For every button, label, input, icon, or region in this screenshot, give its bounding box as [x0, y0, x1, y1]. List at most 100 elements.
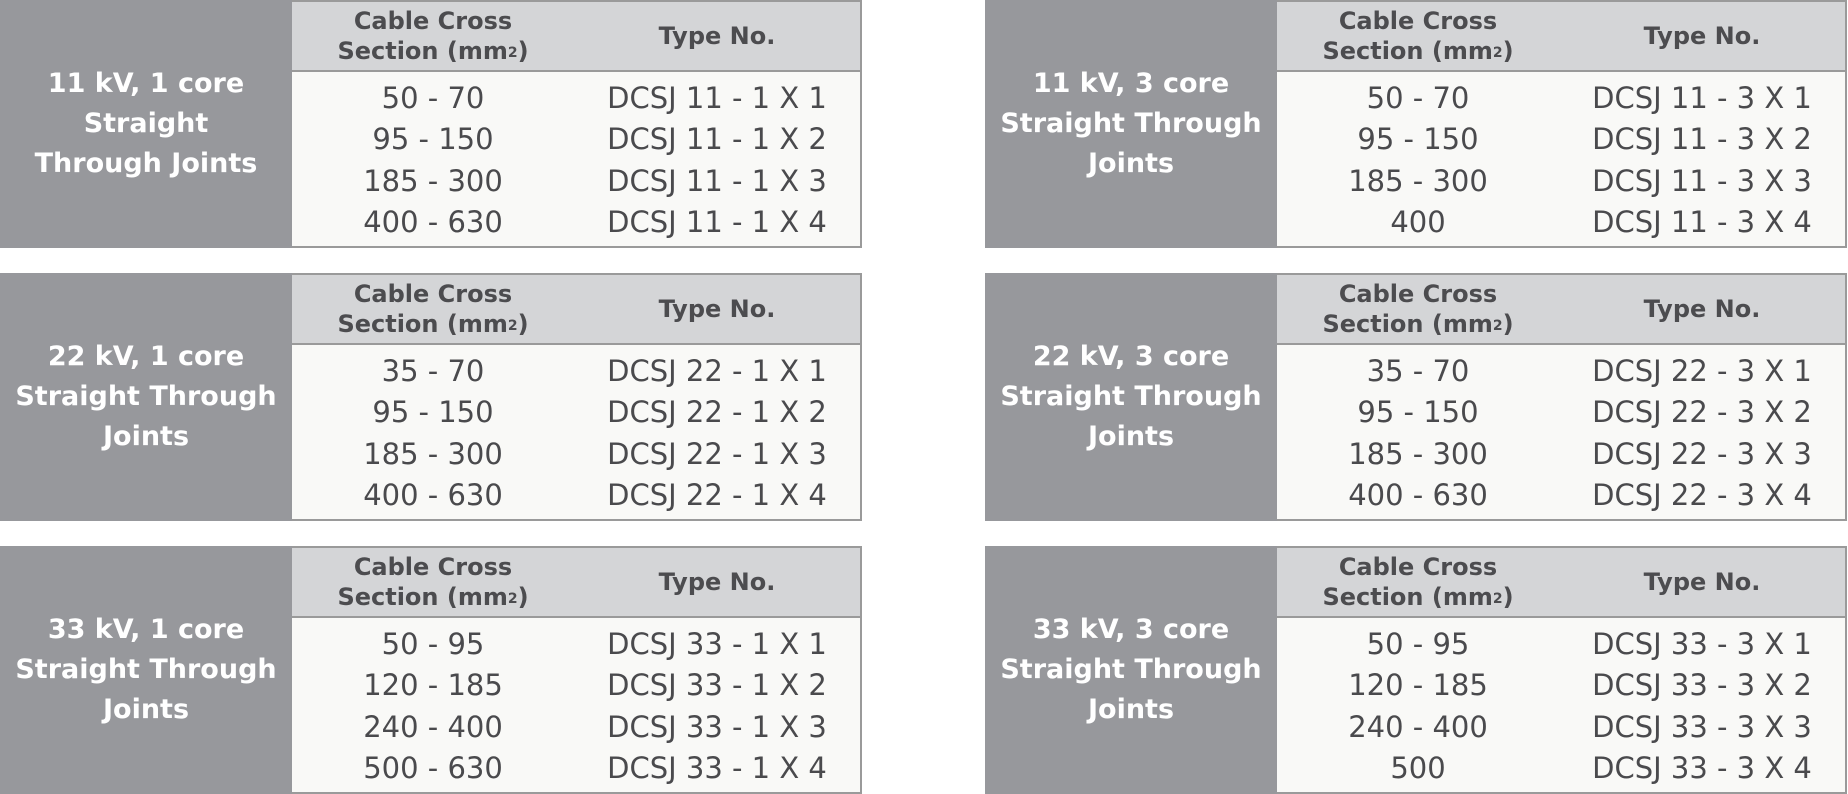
panel-title: 11 kV, 1 core Straight Through Joints — [34, 68, 258, 179]
cell-section: 185 - 300 — [1348, 436, 1488, 471]
header-cross-section-line1: Cable Cross — [353, 7, 513, 35]
spec-table: Cable Cross Section (mm2) Type No. 50 - … — [292, 0, 862, 248]
table-header: Cable Cross Section (mm2) Type No. — [292, 548, 860, 618]
header-cross-section-line1: Cable Cross — [353, 280, 513, 308]
spec-table: Cable Cross Section (mm2) Type No. 35 - … — [1277, 273, 1847, 521]
cell-section: 35 - 70 — [1366, 353, 1470, 388]
cell-section: 50 - 70 — [1366, 80, 1470, 115]
cell-section: 50 - 95 — [1366, 626, 1470, 661]
cell-type: DCSJ 33 - 3 X 2 — [1592, 668, 1812, 703]
header-close-paren: ) — [517, 37, 529, 65]
header-type-no: Type No. — [1643, 568, 1761, 596]
cell-section: 185 - 300 — [363, 163, 503, 198]
panel-title-cell: 33 kV, 1 core Straight Through Joints — [0, 546, 292, 794]
cell-type: DCSJ 22 - 3 X 1 — [1592, 353, 1812, 388]
cell-type: DCSJ 33 - 1 X 3 — [607, 709, 827, 744]
header-cross-section-line1: Cable Cross — [1338, 553, 1498, 581]
panel-title-cell: 11 kV, 3 core Straight Through Joints — [985, 0, 1277, 248]
panel-title: 22 kV, 1 core Straight Through Joints — [15, 341, 277, 452]
superscript-2: 2 — [507, 45, 518, 61]
panel-title-cell: 22 kV, 1 core Straight Through Joints — [0, 273, 292, 521]
panel-title: 11 kV, 3 core Straight Through Joints — [1000, 68, 1262, 179]
table-row: 35 - 70 DCSJ 22 - 3 X 1 — [1277, 350, 1845, 392]
spec-table: Cable Cross Section (mm2) Type No. 50 - … — [1277, 0, 1847, 248]
cell-section: 95 - 150 — [1357, 122, 1479, 157]
cell-section: 95 - 150 — [372, 395, 494, 430]
panel-title: 22 kV, 3 core Straight Through Joints — [1000, 341, 1262, 452]
header-cross-section-line1: Cable Cross — [1338, 280, 1498, 308]
cell-section: 500 — [1390, 751, 1446, 786]
header-close-paren: ) — [1502, 583, 1514, 611]
panel-title: 33 kV, 1 core Straight Through Joints — [15, 614, 277, 725]
header-cross-section-line2: Section (mm — [1322, 583, 1493, 611]
panel-22kv-3core: 22 kV, 3 core Straight Through Joints Ca… — [985, 273, 1847, 521]
cell-section: 120 - 185 — [1348, 668, 1488, 703]
table-row: 120 - 185 DCSJ 33 - 3 X 2 — [1277, 665, 1845, 707]
cell-type: DCSJ 11 - 1 X 2 — [607, 122, 827, 157]
panel-title-cell: 11 kV, 1 core Straight Through Joints — [0, 0, 292, 248]
header-cross-section: Cable Cross Section (mm2) — [292, 279, 574, 339]
cell-section: 95 - 150 — [372, 122, 494, 157]
cell-type: DCSJ 11 - 3 X 3 — [1592, 163, 1812, 198]
header-cross-section-line1: Cable Cross — [1338, 7, 1498, 35]
cell-type: DCSJ 22 - 3 X 2 — [1592, 395, 1812, 430]
table-row: 50 - 95 DCSJ 33 - 1 X 1 — [292, 623, 860, 665]
cell-section: 50 - 95 — [381, 626, 485, 661]
cell-type: DCSJ 11 - 1 X 4 — [607, 205, 827, 240]
table-row: 185 - 300 DCSJ 11 - 1 X 3 — [292, 160, 860, 202]
header-type-no: Type No. — [1643, 22, 1761, 50]
panel-title-cell: 33 kV, 3 core Straight Through Joints — [985, 546, 1277, 794]
header-cross-section-line2: Section (mm — [1322, 37, 1493, 65]
header-cross-section-line2: Section (mm — [1322, 310, 1493, 338]
header-close-paren: ) — [517, 310, 529, 338]
spec-table: Cable Cross Section (mm2) Type No. 35 - … — [292, 273, 862, 521]
table-header: Cable Cross Section (mm2) Type No. — [292, 2, 860, 72]
cell-section: 400 - 630 — [363, 478, 503, 513]
superscript-2: 2 — [507, 591, 518, 607]
cell-section: 185 - 300 — [1348, 163, 1488, 198]
cell-type: DCSJ 33 - 1 X 1 — [607, 626, 827, 661]
header-cross-section: Cable Cross Section (mm2) — [1277, 552, 1559, 612]
cell-type: DCSJ 33 - 3 X 3 — [1592, 709, 1812, 744]
panel-11kv-1core: 11 kV, 1 core Straight Through Joints Ca… — [0, 0, 862, 248]
panel-11kv-3core: 11 kV, 3 core Straight Through Joints Ca… — [985, 0, 1847, 248]
cell-type: DCSJ 11 - 1 X 3 — [607, 163, 827, 198]
cell-type: DCSJ 33 - 1 X 4 — [607, 751, 827, 786]
table-row: 500 DCSJ 33 - 3 X 4 — [1277, 748, 1845, 790]
header-type-no: Type No. — [658, 295, 776, 323]
header-cross-section: Cable Cross Section (mm2) — [1277, 6, 1559, 66]
header-cross-section-line2: Section (mm — [337, 37, 508, 65]
superscript-2: 2 — [507, 318, 518, 334]
cell-section: 35 - 70 — [381, 353, 485, 388]
header-type-no: Type No. — [658, 568, 776, 596]
cell-section: 400 — [1390, 205, 1446, 240]
table-header: Cable Cross Section (mm2) Type No. — [1277, 548, 1845, 618]
header-close-paren: ) — [517, 583, 529, 611]
cell-section: 50 - 70 — [381, 80, 485, 115]
superscript-2: 2 — [1492, 591, 1503, 607]
panel-title-cell: 22 kV, 3 core Straight Through Joints — [985, 273, 1277, 521]
cell-section: 240 - 400 — [1348, 709, 1488, 744]
header-cross-section-line2: Section (mm — [337, 310, 508, 338]
table-row: 240 - 400 DCSJ 33 - 3 X 3 — [1277, 706, 1845, 748]
cell-type: DCSJ 33 - 3 X 4 — [1592, 751, 1812, 786]
cell-section: 400 - 630 — [1348, 478, 1488, 513]
cell-section: 500 - 630 — [363, 751, 503, 786]
